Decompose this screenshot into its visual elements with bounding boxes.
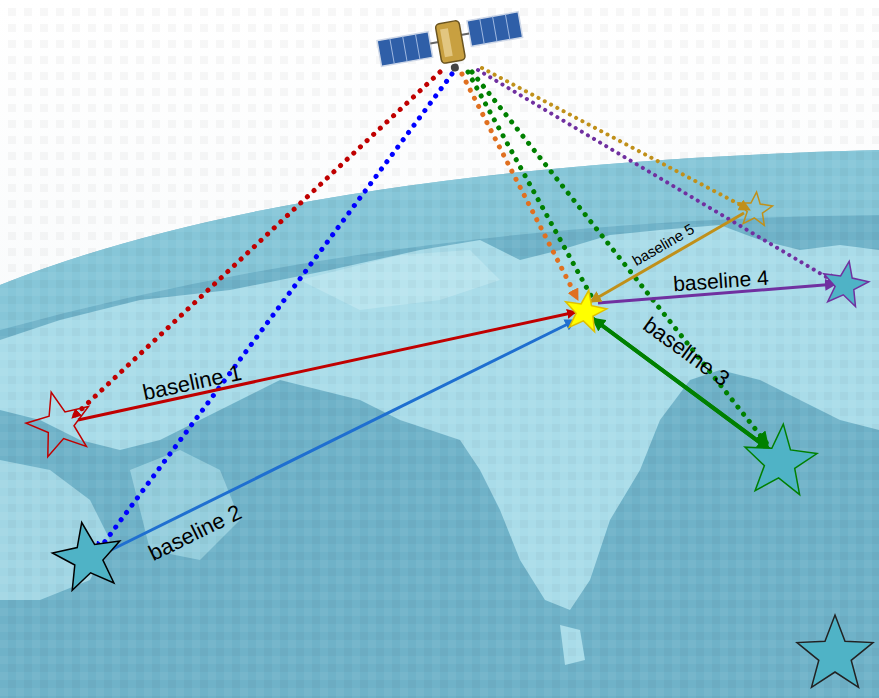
satellite — [376, 10, 526, 84]
station-star — [797, 615, 873, 687]
station-star — [566, 290, 607, 332]
station-star — [26, 392, 89, 457]
station-star — [745, 424, 817, 495]
station-star — [738, 192, 772, 225]
station-star — [824, 261, 869, 306]
station-star — [52, 523, 119, 591]
